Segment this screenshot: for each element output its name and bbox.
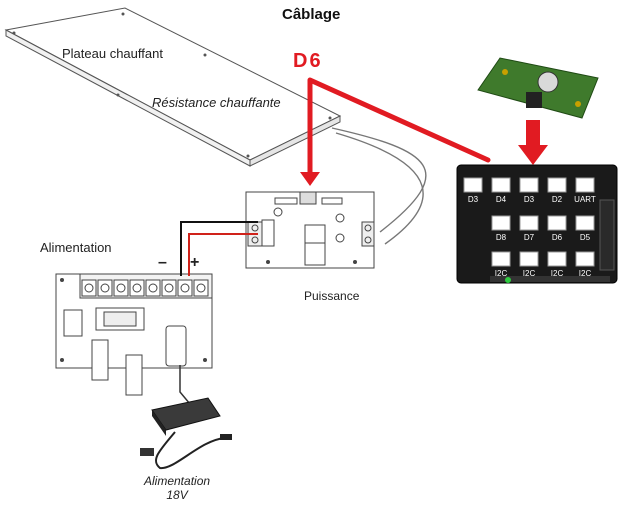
power-supply-label: Alimentation	[40, 240, 112, 255]
adapter	[140, 365, 232, 470]
grove-port-label: D2	[552, 195, 563, 204]
grove-connector	[463, 177, 483, 193]
grove-port-label: D6	[552, 233, 563, 242]
adapter-label: Alimentation 18V	[144, 474, 210, 502]
grove-port-label: D3	[524, 195, 535, 204]
grove-connector	[547, 251, 567, 267]
power-supply-board	[55, 273, 213, 396]
grove-connector	[575, 177, 595, 193]
grove-connector	[491, 251, 511, 267]
grove-connector	[547, 177, 567, 193]
module-arrow	[518, 120, 548, 165]
grove-connector	[547, 215, 567, 231]
grove-connector	[575, 251, 595, 267]
grove-port-label: I2C	[551, 269, 564, 278]
grove-port-label: D8	[496, 233, 507, 242]
grove-connector	[575, 215, 595, 231]
signal-arrowhead	[300, 172, 320, 186]
adapter-label-line2: 18V	[166, 488, 188, 502]
diagram-title: Câblage	[282, 6, 341, 23]
heatbed-label: Plateau chauffant	[62, 46, 163, 61]
signal-wire-d6	[307, 77, 491, 179]
heating-element-label: Résistance chauffante	[152, 95, 281, 110]
grove-connector	[491, 215, 511, 231]
grove-connector	[519, 251, 539, 267]
power-module	[245, 191, 375, 269]
grove-port-label: UART	[574, 195, 596, 204]
grove-connector	[519, 177, 539, 193]
adapter-label-line1: Alimentation	[144, 474, 211, 488]
grove-port-label: D4	[496, 195, 507, 204]
sensor-module	[477, 57, 599, 119]
grove-connector	[491, 177, 511, 193]
grove-port-label: I2C	[523, 269, 536, 278]
grove-port-label: I2C	[495, 269, 508, 278]
positive-terminal-label: +	[190, 254, 200, 271]
negative-terminal-label: –	[158, 254, 167, 271]
grove-port-label: D7	[524, 233, 535, 242]
signal-label: D6	[293, 50, 323, 72]
grove-port-label: I2C	[579, 269, 592, 278]
heatbed-plate	[4, 7, 342, 167]
grove-port-label: D3	[468, 195, 479, 204]
power-wires	[180, 221, 258, 276]
power-module-label: Puissance	[304, 289, 360, 303]
grove-connector	[519, 215, 539, 231]
heatbed-cables	[331, 127, 427, 245]
grove-port-label: D5	[580, 233, 591, 242]
